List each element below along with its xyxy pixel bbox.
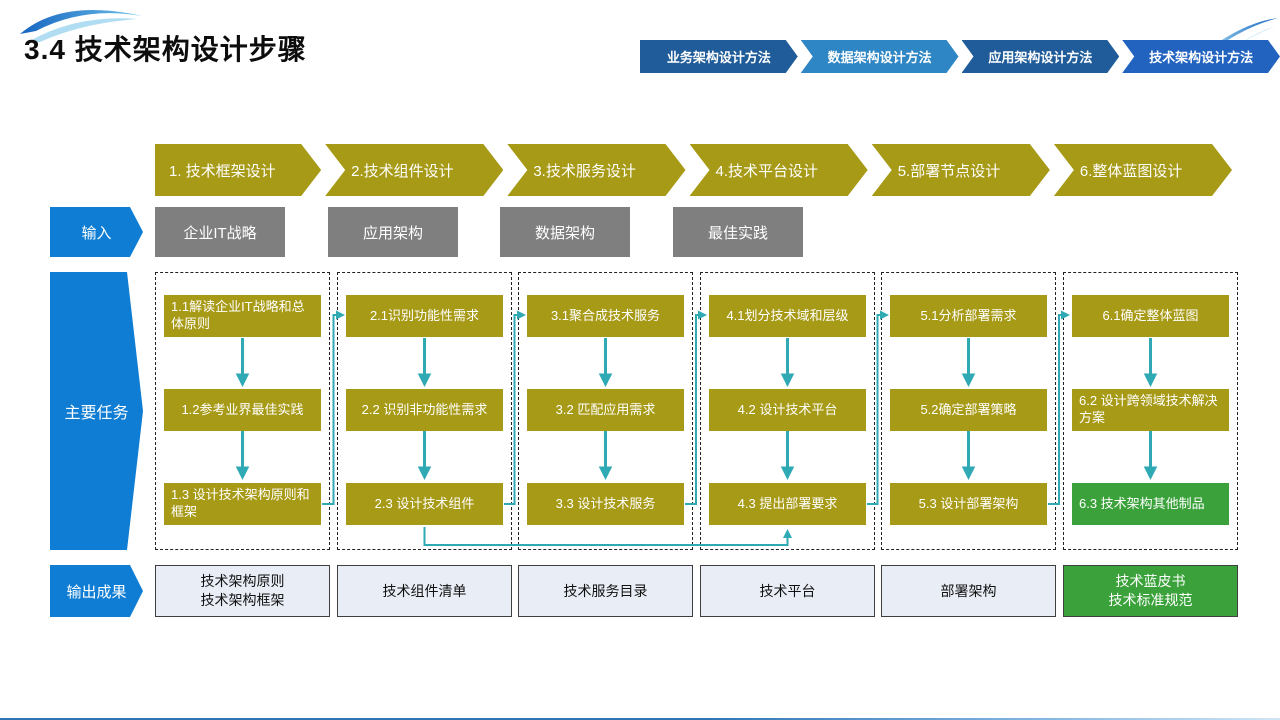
breadcrumb: 业务架构设计方法 数据架构设计方法 应用架构设计方法 技术架构设计方法 [640,40,1280,73]
output-box-blueprint-standards: 技术蓝皮书 技术标准规范 [1063,565,1238,617]
task-box-6-2: 6.2 设计跨领域技术解决方案 [1072,389,1229,431]
page-title: 3.4 技术架构设计步骤 [24,34,307,65]
task-box-4-1: 4.1划分技术域和层级 [709,295,866,337]
output-box-arch-principles: 技术架构原则 技术架构框架 [155,565,330,617]
step-chevron-4: 4.技术平台设计 [690,144,868,196]
input-row-label: 输入 [50,207,143,257]
step-chevron-1: 1. 技术框架设计 [155,144,321,196]
task-box-3-2: 3.2 匹配应用需求 [527,389,684,431]
step-chevron-3: 3.技术服务设计 [507,144,685,196]
task-box-1-1: 1.1解读企业IT战略和总体原则 [164,295,321,337]
task-column-2: 2.1识别功能性需求 2.2 识别非功能性需求 2.3 设计技术组件 [337,272,512,550]
breadcrumb-data-arch: 数据架构设计方法 [801,40,959,73]
task-column-3: 3.1聚合成技术服务 3.2 匹配应用需求 3.3 设计技术服务 [518,272,693,550]
task-box-5-1: 5.1分析部署需求 [890,295,1047,337]
footer-accent-line [0,718,1280,720]
task-column-5: 5.1分析部署需求 5.2确定部署策略 5.3 设计部署架构 [881,272,1056,550]
tasks-row-label: 主要任务 [50,272,143,550]
output-box-component-list: 技术组件清单 [337,565,512,617]
task-box-2-3: 2.3 设计技术组件 [346,483,503,525]
output-box-deploy-arch: 部署架构 [881,565,1056,617]
input-box-best-practice: 最佳实践 [673,207,803,257]
step-chevron-5: 5.部署节点设计 [872,144,1050,196]
breadcrumb-business-arch: 业务架构设计方法 [640,40,798,73]
task-box-4-3: 4.3 提出部署要求 [709,483,866,525]
task-box-2-2: 2.2 识别非功能性需求 [346,389,503,431]
output-row-label: 输出成果 [50,565,143,617]
task-column-6: 6.1确定整体蓝图 6.2 设计跨领域技术解决方案 6.3 技术架构其他制品 [1063,272,1238,550]
input-box-it-strategy: 企业IT战略 [155,207,285,257]
task-column-1: 1.1解读企业IT战略和总体原则 1.2参考业界最佳实践 1.3 设计技术架构原… [155,272,330,550]
step-chevron-6: 6.整体蓝图设计 [1054,144,1232,196]
input-box-application-arch: 应用架构 [328,207,458,257]
task-box-6-1: 6.1确定整体蓝图 [1072,295,1229,337]
task-box-3-1: 3.1聚合成技术服务 [527,295,684,337]
task-box-3-3: 3.3 设计技术服务 [527,483,684,525]
breadcrumb-technical-arch: 技术架构设计方法 [1122,40,1280,73]
task-box-6-3: 6.3 技术架构其他制品 [1072,483,1229,525]
task-box-4-2: 4.2 设计技术平台 [709,389,866,431]
input-box-data-arch: 数据架构 [500,207,630,257]
breadcrumb-application-arch: 应用架构设计方法 [962,40,1120,73]
task-box-1-3: 1.3 设计技术架构原则和框架 [164,483,321,525]
output-box-service-catalog: 技术服务目录 [518,565,693,617]
output-box-tech-platform: 技术平台 [700,565,875,617]
swoosh-logo-icon [20,10,142,42]
task-box-1-2: 1.2参考业界最佳实践 [164,389,321,431]
step-chevron-2: 2.技术组件设计 [325,144,503,196]
task-column-4: 4.1划分技术域和层级 4.2 设计技术平台 4.3 提出部署要求 [700,272,875,550]
task-box-5-2: 5.2确定部署策略 [890,389,1047,431]
task-box-5-3: 5.3 设计部署架构 [890,483,1047,525]
task-box-2-1: 2.1识别功能性需求 [346,295,503,337]
process-steps: 1. 技术框架设计 2.技术组件设计 3.技术服务设计 4.技术平台设计 5.部… [155,144,1232,196]
